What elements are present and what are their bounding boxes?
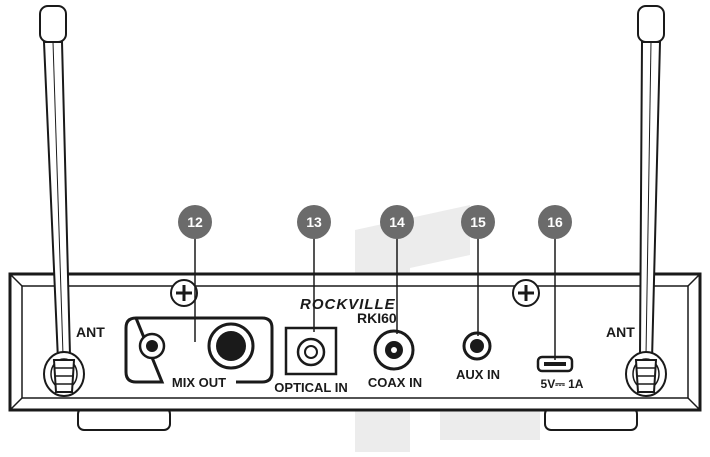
screw-icon [170, 279, 198, 307]
chassis [8, 272, 702, 412]
brand-logo: ROCKVILLE [300, 296, 396, 313]
aux-in-label: AUX IN [456, 367, 500, 382]
screw-icon [512, 279, 540, 307]
callout-15: 15 [461, 205, 495, 239]
svg-text:13: 13 [306, 214, 322, 230]
svg-text:12: 12 [187, 214, 203, 230]
usb-power-label: 5V⎓ 1A [541, 377, 584, 391]
mix-out-small-jack[interactable] [138, 332, 166, 360]
callout-leaders [194, 238, 556, 360]
left-antenna-label: ANT [76, 324, 105, 340]
model-label: RKI60 [357, 310, 397, 326]
svg-text:14: 14 [389, 214, 405, 230]
callout-12: 12 [178, 205, 212, 239]
svg-text:15: 15 [470, 214, 486, 230]
svg-text:16: 16 [547, 214, 563, 230]
aux-in-port[interactable] [462, 331, 492, 361]
coax-in-port[interactable] [373, 329, 415, 371]
callout-16: 16 [538, 205, 572, 239]
callout-13: 13 [297, 205, 331, 239]
right-antenna[interactable] [625, 5, 667, 397]
mix-out-label: MIX OUT [172, 375, 226, 390]
mix-out-large-jack[interactable] [207, 322, 255, 370]
coax-in-label: COAX IN [368, 375, 422, 390]
callout-14: 14 [380, 205, 414, 239]
optical-in-label: OPTICAL IN [274, 380, 347, 395]
optical-in-port[interactable] [284, 326, 338, 376]
right-antenna-label: ANT [606, 324, 635, 340]
mix-out-group: MIX OUT [124, 316, 274, 390]
left-antenna[interactable] [39, 5, 85, 397]
